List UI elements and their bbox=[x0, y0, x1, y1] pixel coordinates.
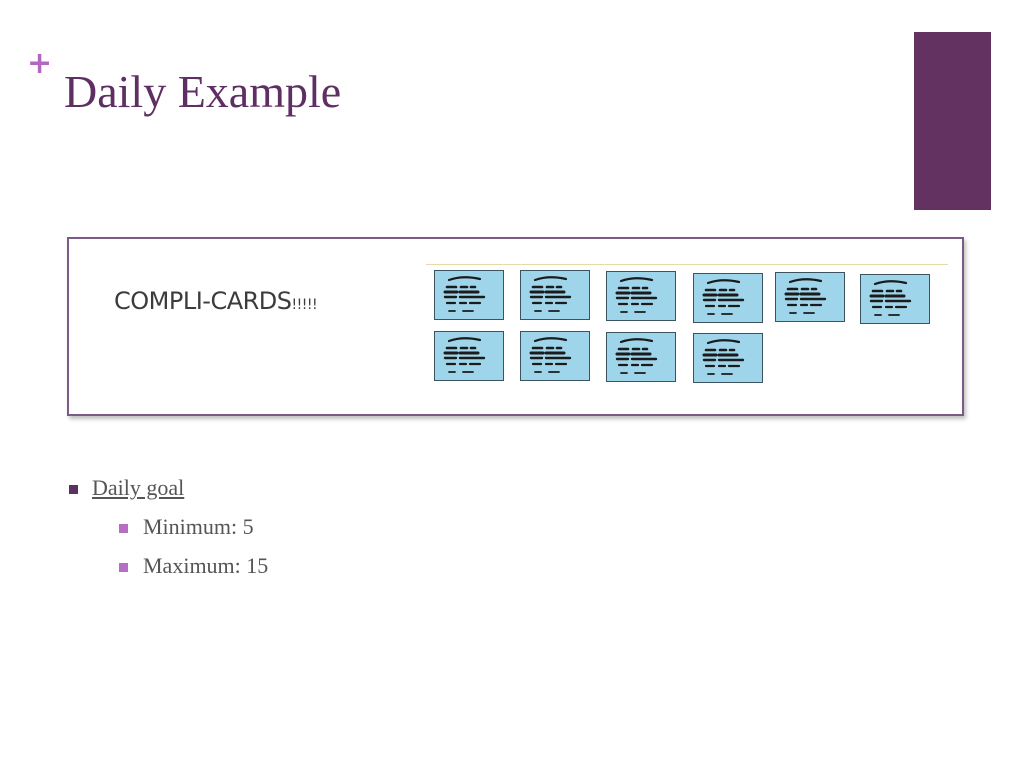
compli-card bbox=[606, 271, 676, 321]
compli-card bbox=[775, 272, 845, 322]
daily-goal-text: Daily goal bbox=[92, 475, 185, 500]
card-scribble bbox=[615, 338, 658, 374]
image-caption: COMPLI-CARDS!!!!! bbox=[114, 284, 318, 322]
plus-marker: + bbox=[27, 46, 53, 81]
compli-card bbox=[434, 270, 504, 320]
compli-card bbox=[693, 333, 763, 383]
card-scribble bbox=[443, 337, 486, 373]
caption-exclaim: !!!!! bbox=[291, 297, 318, 313]
card-scribble bbox=[615, 277, 658, 313]
compli-card bbox=[693, 273, 763, 323]
compli-card bbox=[606, 332, 676, 382]
sub-bullet-list: Minimum: 5 Maximum: 15 bbox=[92, 513, 268, 580]
compli-card bbox=[860, 274, 930, 324]
slide-title: Daily Example bbox=[64, 66, 342, 117]
accent-bar bbox=[914, 32, 991, 210]
card-scribble bbox=[702, 279, 745, 315]
bullet-daily-goal: Daily goal Minimum: 5 Maximum: 15 bbox=[67, 474, 268, 580]
card-strip-line bbox=[426, 264, 948, 265]
card-scribble bbox=[443, 276, 486, 312]
compli-card bbox=[520, 270, 590, 320]
compli-card bbox=[520, 331, 590, 381]
bullet-minimum: Minimum: 5 bbox=[92, 513, 268, 541]
card-scribble bbox=[784, 278, 827, 314]
caption-text: COMPLI-CARDS bbox=[114, 287, 292, 315]
card-scribble bbox=[869, 280, 912, 316]
card-scribble bbox=[529, 337, 572, 373]
card-scribble bbox=[702, 339, 745, 375]
bullet-list: Daily goal Minimum: 5 Maximum: 15 bbox=[67, 474, 268, 580]
bullet-maximum: Maximum: 15 bbox=[92, 552, 268, 580]
card-scribble bbox=[529, 276, 572, 312]
compli-card bbox=[434, 331, 504, 381]
image-panel bbox=[67, 237, 964, 416]
